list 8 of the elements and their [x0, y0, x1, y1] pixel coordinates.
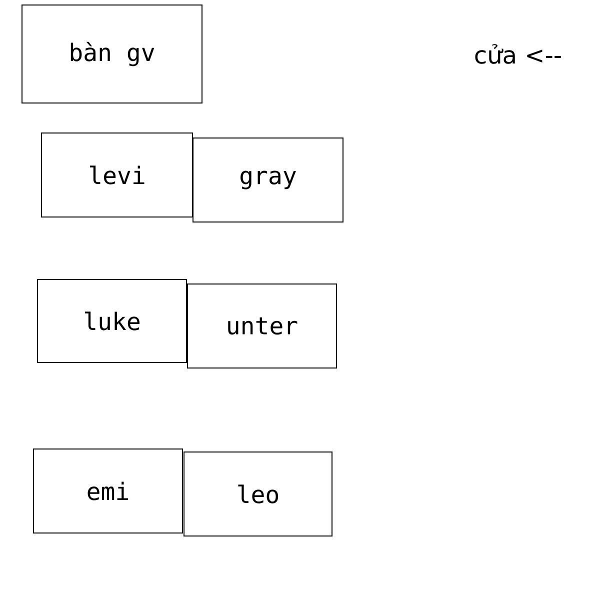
name-box: luke — [37, 279, 187, 363]
name-box: bàn gv — [22, 4, 202, 104]
door-label: cửa <-- — [475, 44, 561, 64]
name-box: leo — [184, 452, 332, 536]
name-box: emi — [33, 448, 183, 534]
name-box: gray — [192, 138, 344, 222]
name-box: unter — [187, 284, 337, 368]
name-box: levi — [41, 132, 193, 218]
